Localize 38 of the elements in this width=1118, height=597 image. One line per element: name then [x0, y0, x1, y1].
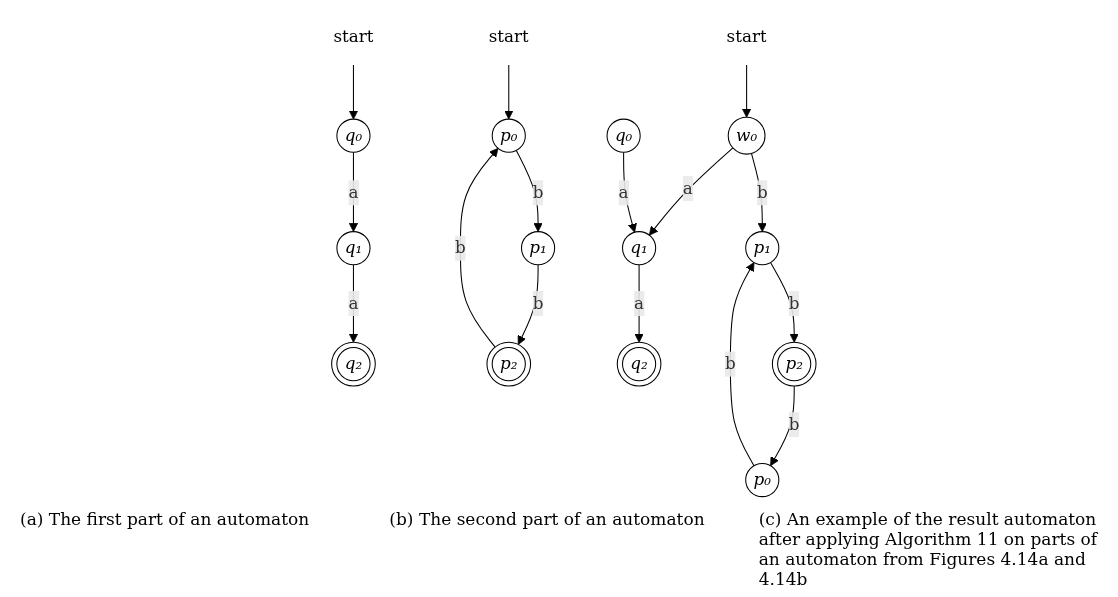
node-text: start — [726, 26, 767, 47]
edge-label: b — [788, 293, 800, 313]
node-circle: q₀ — [336, 118, 371, 153]
figure-caption: (b) The second part of an automaton — [389, 509, 706, 531]
node-circle: q₀ — [606, 118, 641, 153]
arrow — [729, 262, 755, 467]
node-circle: q₂ — [331, 341, 376, 387]
node-circle: q₁ — [622, 231, 657, 266]
node-circle: w₀ — [727, 116, 766, 155]
edge-label: a — [348, 182, 359, 203]
edge-label: b — [724, 353, 736, 374]
arrow — [742, 64, 752, 118]
node-circle: p₂ — [486, 341, 532, 387]
node-circle: p₀ — [491, 118, 526, 153]
node-circle: q₂ — [616, 341, 662, 387]
edge-label: a — [348, 293, 359, 313]
node-circle: p₁ — [745, 231, 780, 266]
arrow — [348, 64, 359, 120]
edge-label: b — [532, 293, 544, 313]
edge-label: b — [756, 182, 768, 203]
edge-label: b — [532, 182, 544, 203]
arrow — [348, 151, 359, 233]
arrow — [648, 147, 734, 236]
arrow — [504, 64, 514, 120]
edge-label: b — [455, 237, 466, 258]
edge-label: a — [634, 293, 645, 313]
node-circle: q₁ — [336, 231, 371, 266]
node-circle: p₁ — [520, 231, 556, 266]
edge-label: a — [682, 177, 693, 198]
figure-caption: (a) The first part of an automaton — [20, 509, 311, 531]
node-text: start — [488, 26, 529, 47]
edge-label: b — [788, 414, 800, 435]
node-circle: p₂ — [771, 341, 817, 387]
arrow — [348, 264, 359, 343]
figure-caption: (c) An example of the result automaton after applying Algorithm 11 on parts of an automaton from Figures 4.14a and 4.14b — [758, 509, 1098, 589]
edge-label: a — [618, 182, 629, 203]
node-circle: p₀ — [745, 462, 780, 498]
node-text: start — [333, 26, 374, 47]
